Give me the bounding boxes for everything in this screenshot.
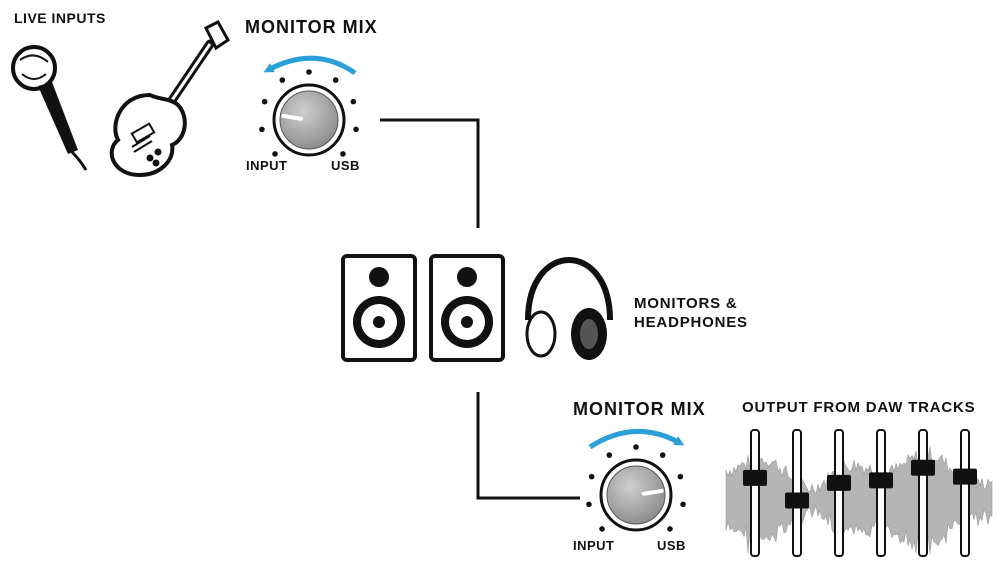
bottom-monitor-mix-title: MONITOR MIX: [573, 399, 706, 419]
top-monitor-mix-knob[interactable]: [259, 69, 359, 157]
dial-dot: [633, 444, 639, 450]
fader-track: [876, 429, 886, 557]
live-inputs-title: LIVE INPUTS: [14, 10, 106, 26]
headphones-icon: [525, 257, 613, 360]
fader-cap[interactable]: [869, 472, 893, 489]
fader-cap[interactable]: [953, 468, 977, 485]
dial-dot: [272, 151, 278, 157]
top-monitor-mix-title: MONITOR MIX: [245, 17, 378, 37]
dial-dot: [350, 98, 357, 105]
dial-dot: [659, 452, 666, 458]
bottom-monitor-mix-knob[interactable]: [586, 444, 686, 532]
top-connector-line: [380, 118, 480, 228]
guitar-icon: [109, 20, 230, 178]
top-knob-pointer: [281, 113, 304, 121]
dial-dot: [606, 452, 613, 458]
dial-dot: [261, 98, 268, 105]
fader-cap[interactable]: [911, 459, 935, 476]
bottom-knob-usb-label: USB: [657, 538, 686, 553]
fader-track: [960, 429, 970, 557]
bottom-knob-input-label: INPUT: [573, 538, 615, 553]
dial-dot: [279, 77, 286, 83]
dial-dot: [588, 473, 595, 480]
dial-dot: [599, 526, 605, 532]
bottom-knob-pointer: [641, 488, 664, 496]
monitors-label-line1: MONITORS &: [634, 295, 738, 312]
monitors-label-line2: HEADPHONES: [634, 314, 748, 331]
dial-dot: [667, 526, 673, 532]
top-knob-direction-arrow: [263, 55, 357, 76]
dial-dot: [332, 77, 339, 83]
fader-cap[interactable]: [743, 469, 767, 486]
bottom-knob-direction-arrow: [588, 428, 685, 450]
fader-track: [750, 429, 760, 557]
daw-faders: [743, 429, 977, 557]
top-knob-dial-dots: [259, 69, 359, 157]
bottom-knob-dial-dots: [586, 444, 686, 532]
speaker-right-icon: [429, 254, 505, 362]
dial-dot: [353, 126, 359, 133]
dial-dot: [259, 126, 265, 133]
top-knob-usb-label: USB: [331, 158, 360, 173]
fader-track: [834, 429, 844, 557]
daw-tracks-panel: [724, 429, 993, 566]
fader-cap[interactable]: [785, 492, 809, 509]
dial-dot: [306, 69, 312, 75]
top-knob-input-label: INPUT: [246, 158, 288, 173]
fader-track: [918, 429, 928, 557]
speaker-left-icon: [341, 254, 417, 362]
dial-dot: [586, 501, 592, 508]
dial-dot: [680, 501, 686, 508]
fader-cap[interactable]: [827, 474, 851, 491]
microphone-icon: [11, 45, 88, 171]
bottom-connector-line: [476, 392, 580, 500]
daw-output-title: OUTPUT FROM DAW TRACKS: [742, 399, 976, 416]
dial-dot: [677, 473, 684, 480]
dial-dot: [340, 151, 346, 157]
